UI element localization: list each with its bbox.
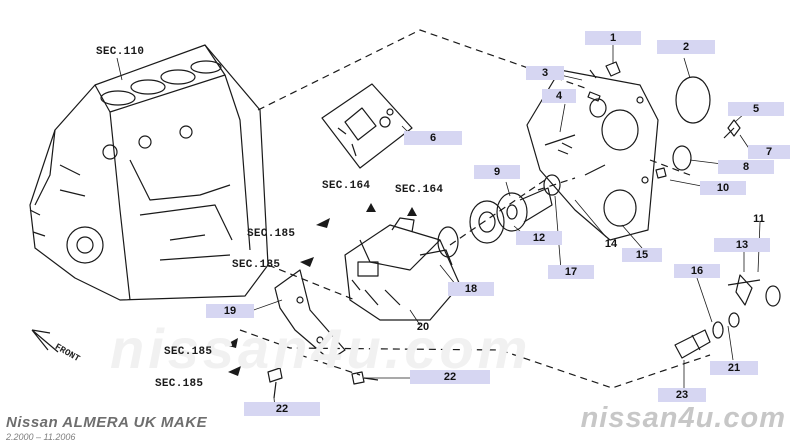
part-callout-8[interactable]: 8 <box>718 160 774 174</box>
part-callout-13[interactable]: 13 <box>714 238 770 252</box>
part-callout-12[interactable]: 12 <box>516 231 562 245</box>
section-ref-sec185-a[interactable]: SEC.185 <box>247 228 296 240</box>
watermark-large: nissan4u.com <box>110 317 532 380</box>
part-callout-20[interactable]: 20 <box>416 321 430 333</box>
part-callout-1[interactable]: 1 <box>585 31 641 45</box>
section-ref-sec164-left[interactable]: SEC.164 <box>322 180 371 192</box>
part-callout-3[interactable]: 3 <box>526 66 564 80</box>
watermark-small: nissan4u.com <box>580 402 786 434</box>
section-ref-sec164-right[interactable]: SEC.164 <box>395 184 444 196</box>
part-callout-22-right[interactable]: 22 <box>410 370 490 384</box>
pump-sprocket-drawing <box>469 174 561 244</box>
part-callout-9[interactable]: 9 <box>474 165 520 179</box>
part-callout-5[interactable]: 5 <box>728 102 784 116</box>
part-callout-19[interactable]: 19 <box>206 304 254 318</box>
part-callout-6[interactable]: 6 <box>404 131 462 145</box>
section-ref-sec185-d[interactable]: SEC.185 <box>155 378 204 390</box>
part-callout-21[interactable]: 21 <box>710 361 758 375</box>
rear-housing-drawing <box>526 69 659 241</box>
part-callout-18[interactable]: 18 <box>448 282 494 296</box>
section-arrows <box>225 203 417 376</box>
part-callout-11[interactable]: 11 <box>753 213 765 225</box>
part-callout-7[interactable]: 7 <box>748 145 790 159</box>
part-callout-14[interactable]: 14 <box>604 238 618 250</box>
part-callout-17[interactable]: 17 <box>548 265 594 279</box>
section-ref-sec110[interactable]: SEC.110 <box>96 46 145 58</box>
part-callout-16[interactable]: 16 <box>674 264 720 278</box>
front-arrow-icon <box>31 329 59 353</box>
part-callout-4[interactable]: 4 <box>542 89 576 103</box>
model-title: Nissan ALMERA UK MAKE <box>6 414 208 431</box>
gasket-drawing <box>675 76 711 124</box>
part-callout-2[interactable]: 2 <box>657 40 715 54</box>
section-ref-sec185-b[interactable]: SEC.185 <box>232 259 281 271</box>
part-callout-23[interactable]: 23 <box>658 388 706 402</box>
bracket-drawing <box>274 269 346 361</box>
section-ref-sec185-c[interactable]: SEC.185 <box>164 346 213 358</box>
part-callout-15[interactable]: 15 <box>622 248 662 262</box>
sensor-inset-box <box>321 83 413 169</box>
part-callout-22-left[interactable]: 22 <box>244 402 320 416</box>
production-date-range: 2.2000 – 11.2006 <box>6 432 76 442</box>
cylinder-block-drawing <box>29 44 269 301</box>
injection-pump-drawing <box>344 217 461 321</box>
part-callout-10[interactable]: 10 <box>700 181 746 195</box>
o-ring-drawing <box>672 145 692 171</box>
bleeder-parts-drawing <box>674 274 781 359</box>
